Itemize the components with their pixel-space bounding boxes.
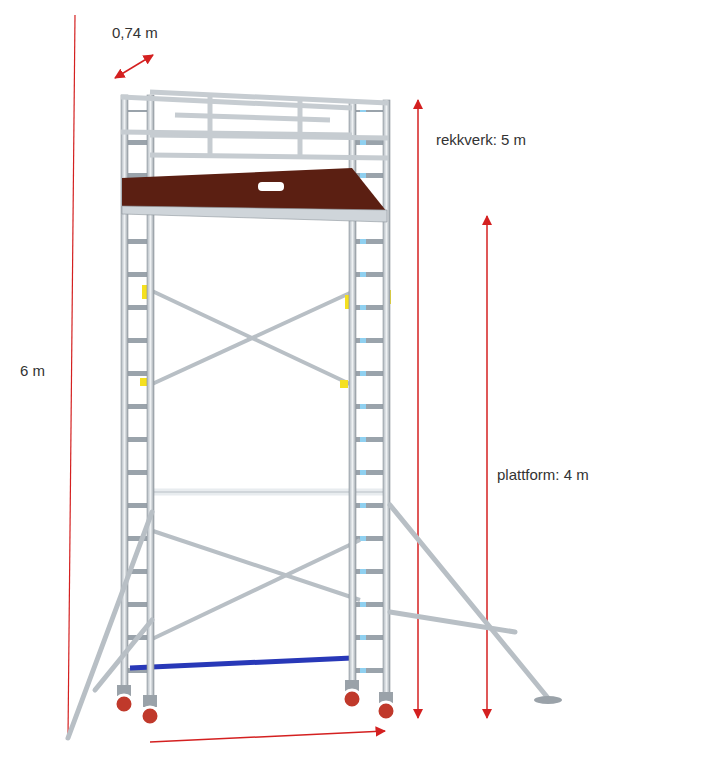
platform-deck	[122, 168, 387, 212]
base-bar	[130, 658, 352, 668]
guardrail	[121, 92, 388, 158]
platform-frame	[122, 206, 387, 222]
outrigger	[68, 505, 548, 738]
caster-wheel	[115, 680, 395, 725]
dimension-label: rekkverk: 5 m	[436, 131, 526, 149]
dimension-arrow	[417, 100, 419, 718]
dimension-arrow	[486, 216, 488, 718]
dimension-line	[68, 15, 75, 738]
dimension-arrow	[150, 731, 385, 742]
frame-post	[121, 95, 390, 702]
dimension-arrow	[115, 55, 153, 78]
dimension-label: 6 m	[20, 362, 45, 380]
cross-brace	[150, 290, 360, 640]
platform-hatch	[258, 182, 284, 191]
dimension-label: 0,74 m	[112, 24, 158, 42]
dimension-label: plattform: 4 m	[497, 466, 589, 484]
outrigger-foot	[534, 696, 562, 704]
